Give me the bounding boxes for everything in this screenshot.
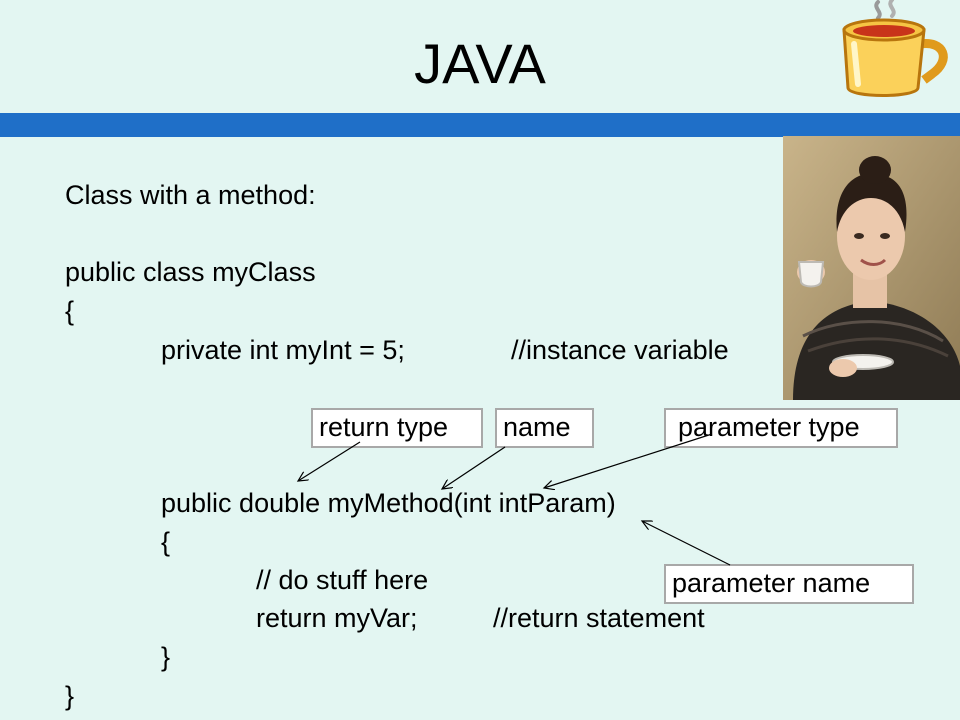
name-label: name: [495, 408, 594, 448]
code-class-declaration: public class myClass: [65, 257, 316, 287]
code-return-comment: //return statement: [493, 603, 705, 633]
coffee-mug-icon: [832, 0, 956, 104]
code-field-comment: //instance variable: [511, 335, 729, 365]
code-class-close-brace: }: [65, 681, 75, 711]
code-method-open-brace: {: [161, 527, 171, 557]
portrait-image: [783, 136, 960, 400]
code-method-comment: // do stuff here: [256, 565, 429, 595]
slide-title: JAVA: [414, 32, 546, 95]
code-return-statement: return myVar;: [256, 603, 418, 633]
parameter-type-label: parameter type: [664, 408, 898, 448]
code-class-open-brace: {: [65, 296, 75, 326]
code-method-close-brace: }: [161, 642, 171, 672]
code-method-declaration: public double myMethod(int intParam): [161, 488, 616, 518]
title-accent-bar: [0, 113, 960, 137]
class-description-heading: Class with a method:: [65, 180, 316, 210]
parameter-name-arrow: [642, 521, 731, 566]
parameter-name-label: parameter name: [664, 564, 914, 604]
name-arrow: [442, 446, 506, 489]
code-field-declaration: private int myInt = 5;: [161, 335, 405, 365]
return-type-label: return type: [311, 408, 483, 448]
